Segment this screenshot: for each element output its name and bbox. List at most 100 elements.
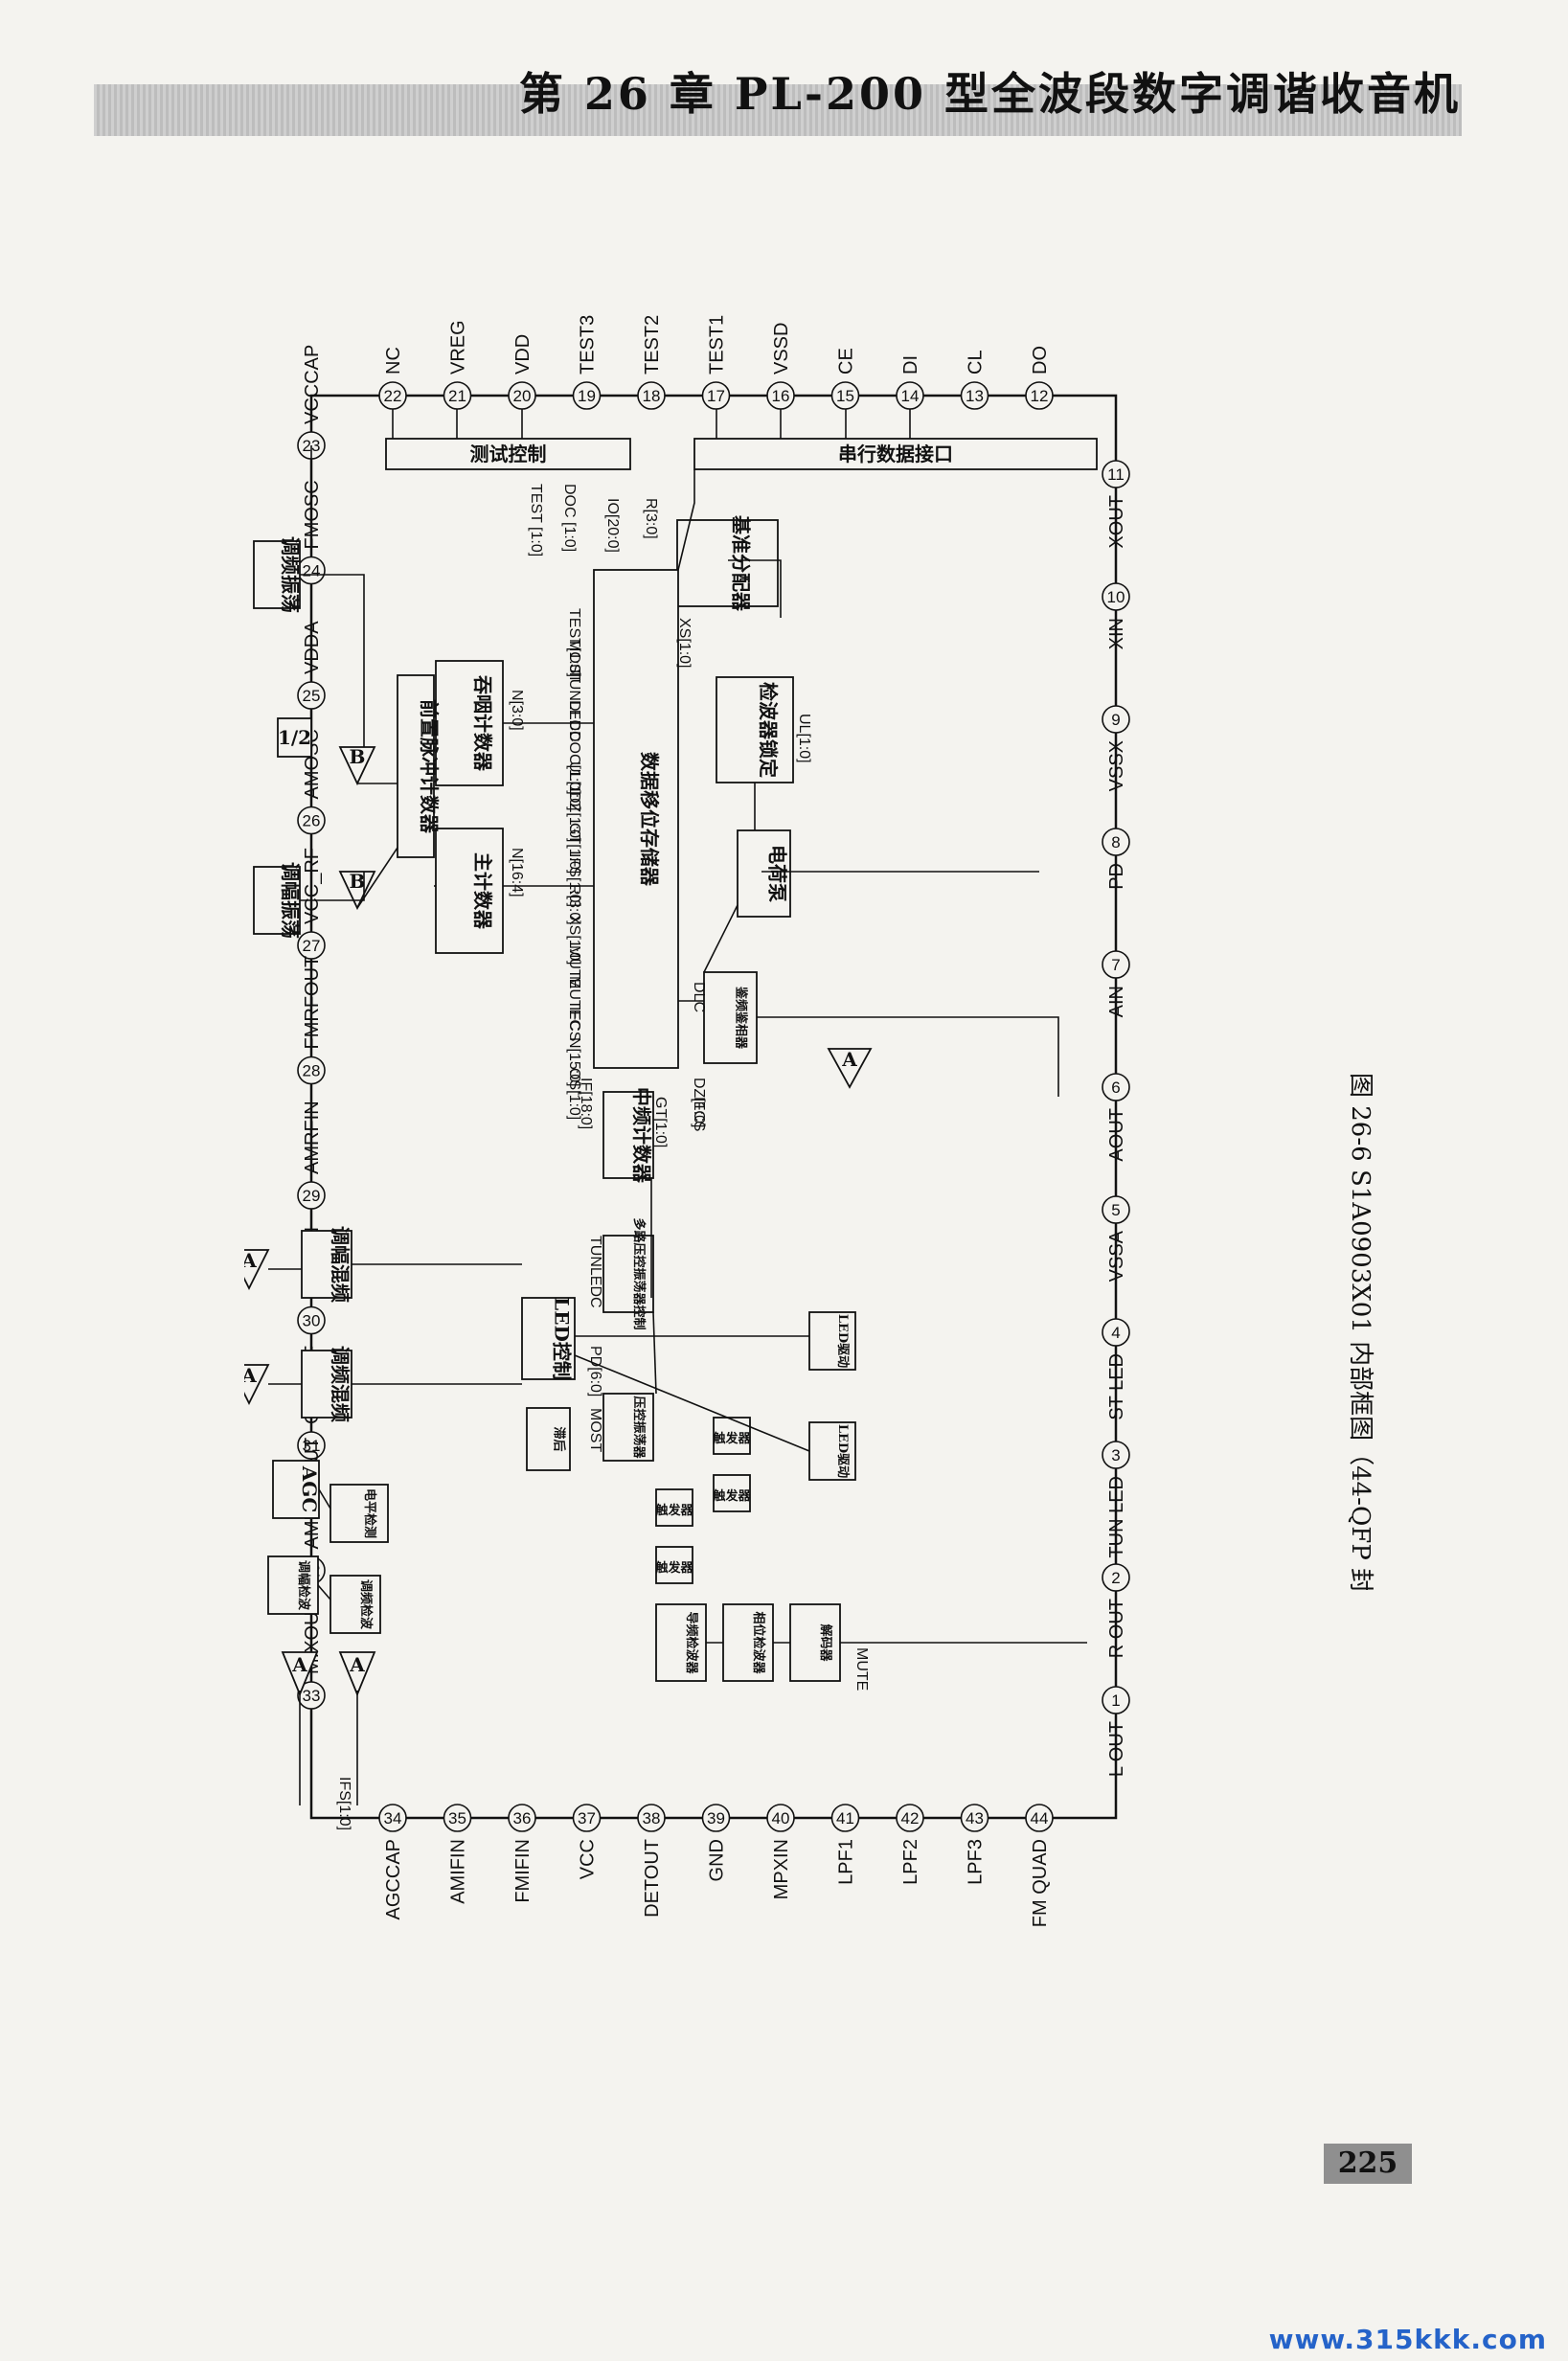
reg-output-10: UL[1:0] [566, 761, 582, 811]
pin-14-number: 14 [901, 387, 920, 405]
am-rf-amp-label: A [244, 1249, 257, 1272]
pin-36-number: 36 [513, 1809, 532, 1828]
am-detector-label: 调幅检波 [296, 1560, 311, 1611]
pin-40-circle [766, 1804, 795, 1832]
half-divider-label: 1/2 [278, 726, 311, 749]
flipflop-4-box [713, 1474, 751, 1512]
reg-output-4: MUTE [566, 945, 582, 988]
pin-25-number: 25 [303, 687, 321, 705]
wire [356, 847, 398, 909]
pin-12-circle [1025, 381, 1054, 410]
reg-output-9: DZ[1:0] [566, 792, 582, 842]
tun-led-driver-label: LED驱动 [835, 1424, 850, 1478]
pin-31-circle [297, 1431, 326, 1460]
level-detector-label: 电平检测 [362, 1488, 377, 1538]
pin-1-circle [1102, 1686, 1130, 1714]
pin-13-number: 13 [966, 387, 984, 405]
chapter-title: 第 26 章 PL-200 型全波段数字调谐收音机 [518, 68, 1461, 120]
pin-11-circle [1102, 460, 1130, 488]
serial-data-interface-label: 串行数据接口 [838, 443, 953, 465]
wire [574, 1354, 810, 1452]
phase-frequency-comparator-label: 鉴频鉴相器 [734, 986, 749, 1050]
agc-block-label: AGC [298, 1465, 321, 1513]
pin-15-number: 15 [836, 387, 854, 405]
pins-bottom: 34AGCCAP35AMIFIN36FMIFIN37VCC38DETOUT39G… [378, 1804, 1054, 1927]
pin-8-label: PD [1106, 863, 1127, 890]
pin-23-label: VCCCAP [302, 345, 323, 424]
pin-34-circle [378, 1804, 407, 1832]
pin-42-circle [896, 1804, 924, 1832]
agc-block-box [272, 1460, 320, 1519]
pin-4-label: ST LED [1106, 1353, 1127, 1420]
reg-output-7: IFS[1:0] [566, 853, 582, 907]
pin-44-label: FM QUAD [1030, 1839, 1051, 1927]
pin-38-circle [637, 1804, 666, 1832]
pin-40-label: MPXIN [771, 1839, 792, 1899]
pin-33-number: 33 [303, 1687, 321, 1705]
pin-40-number: 40 [772, 1809, 790, 1828]
pin-5-circle [1102, 1195, 1130, 1224]
reg-output-6: R[3:0] [566, 884, 582, 925]
pin-21-number: 21 [448, 387, 466, 405]
serial-data-interface-box [693, 438, 1098, 470]
am-oscillator-box [253, 866, 301, 935]
pin-2-number: 2 [1111, 1569, 1120, 1587]
pin-2-circle [1102, 1563, 1130, 1592]
gt-bus-label: GT[1:0] [652, 1097, 669, 1147]
pin-43-circle [960, 1804, 989, 1832]
reg-output-3: MUTEC [566, 976, 582, 1031]
swallow-counter-label: 吞咽计数器 [471, 675, 494, 772]
wire [728, 559, 782, 618]
wire [300, 872, 365, 901]
fm-oscillator-box [253, 540, 301, 609]
phase-frequency-comparator-box [703, 971, 758, 1064]
fm-detector-label: 调频检波 [358, 1579, 374, 1630]
pin-6-circle [1102, 1073, 1130, 1101]
page-number: 225 [1324, 2144, 1412, 2184]
data-shift-register-box [593, 569, 679, 1069]
wire [703, 904, 739, 973]
fm-if-amp-label: A [349, 1653, 365, 1676]
main-counter-box [435, 828, 504, 954]
am-detector-box [267, 1555, 319, 1615]
pin-18-number: 18 [643, 387, 661, 405]
pin-6-number: 6 [1111, 1078, 1120, 1097]
wire [317, 1584, 331, 1600]
pin-44-number: 44 [1031, 1809, 1049, 1828]
pin-22-label: NC [383, 347, 404, 375]
am-mixer-label: 调幅混频 [329, 1226, 352, 1303]
pin-30-number: 30 [303, 1312, 321, 1330]
chip-outline [309, 394, 1118, 1820]
flipflop-2-box [655, 1546, 693, 1584]
pin-35-circle [443, 1804, 472, 1832]
test-control-box [385, 438, 631, 470]
reg-output-0: OS[1:0] [566, 1068, 582, 1120]
prescaler-counter-label: 前置脉冲计数器 [418, 699, 441, 834]
vco-label: 压控振荡器 [631, 1396, 647, 1459]
pilot-detector-label: 导频检波器 [684, 1611, 699, 1674]
pin-7-circle [1102, 950, 1130, 979]
phase-detector-label: 相位检波器 [751, 1611, 766, 1674]
level-detector-box [330, 1484, 389, 1543]
charge-pump-label: 电荷泵 [766, 845, 789, 902]
pin-18-label: TEST2 [642, 315, 663, 375]
pin-24-number: 24 [303, 562, 321, 580]
pin-12-number: 12 [1031, 387, 1049, 405]
pin-37-circle [572, 1804, 602, 1832]
st-led-driver-label: LED驱动 [835, 1314, 850, 1368]
pin-39-label: GND [707, 1839, 728, 1881]
pin-3-number: 3 [1111, 1446, 1120, 1464]
pin-19-circle [572, 381, 602, 410]
reference-divider-box [676, 519, 779, 607]
wire [677, 469, 695, 571]
pin-19-label: TEST3 [578, 315, 599, 375]
am-mixer-box [301, 1230, 352, 1299]
pin-42-number: 42 [901, 1809, 920, 1828]
if-bus-label: IF[18:0] [578, 1078, 594, 1129]
pin-31-number: 31 [303, 1437, 321, 1455]
pin-3-label: TUN LED [1106, 1476, 1127, 1558]
wire [300, 574, 365, 747]
led-control-label: LED控制 [551, 1297, 574, 1380]
if-counter-label: 中频计数器 [630, 1087, 653, 1184]
